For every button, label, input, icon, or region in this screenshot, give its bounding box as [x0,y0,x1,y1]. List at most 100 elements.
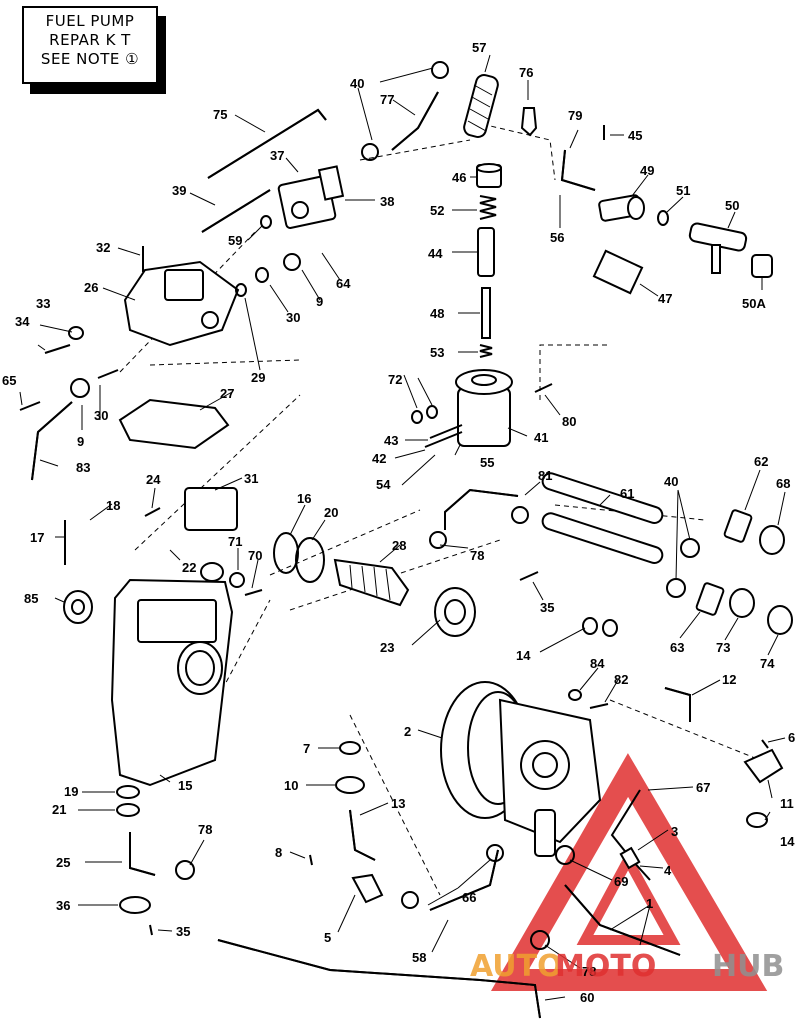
callout-17: 17 [30,530,44,545]
callout-44: 44 [428,246,443,261]
washer-33 [68,326,84,340]
callout-77: 77 [380,92,394,107]
callout-46: 46 [452,170,466,185]
callout-52: 52 [430,203,444,218]
callout-50A: 50A [742,296,766,311]
callout-50: 50 [725,198,739,213]
parts [19,61,793,1019]
callout-42: 42 [372,451,386,466]
ring-22 [200,562,224,582]
screw-65 [19,401,41,411]
callout-2: 2 [404,724,411,739]
clamp-78a [429,531,447,549]
oring-14b [602,619,618,637]
sleeve-63 [695,582,725,616]
callout-56: 56 [550,230,564,245]
oring-14a [582,617,598,635]
callout-72: 72 [388,372,402,387]
callout-3: 3 [671,824,678,839]
callout-9a: 9 [316,294,323,309]
callout-47: 47 [658,291,672,306]
ring-20 [295,537,325,583]
block-31 [184,487,238,531]
gasket-27 [118,398,230,450]
callout-32: 32 [96,240,110,255]
watermark-text: AUTO MOTO HUB [470,949,784,984]
spring-52 [479,195,497,220]
callout-82: 82 [614,672,628,687]
tube-44 [477,227,495,277]
callout-15: 15 [178,778,192,793]
clamp-9b [70,378,90,398]
callout-81: 81 [538,468,552,483]
callout-38: 38 [380,194,394,209]
fitting-30b [97,369,119,379]
pin-48 [481,287,491,339]
callout-78a: 78 [470,548,484,563]
watermark [490,753,768,991]
clamp-9a [283,253,301,271]
callout-9b: 9 [77,434,84,449]
callout-20: 20 [324,505,338,520]
callout-71: 71 [228,534,242,549]
callout-26: 26 [84,280,98,295]
watermark-moto: MOTO [555,949,656,984]
hose-81 [444,488,519,530]
callout-25: 25 [56,855,70,870]
callout-14a: 14 [516,648,531,663]
callout-65: 65 [2,373,16,388]
callout-53: 53 [430,345,444,360]
watermark-triangle [490,753,768,991]
clamp-40d [666,578,686,598]
plate-47 [592,249,644,295]
callout-61: 61 [620,486,634,501]
callout-39: 39 [172,183,186,198]
leader-lines [19,54,786,1001]
filter-57 [463,74,499,138]
callout-41: 41 [534,430,548,445]
callout-5: 5 [324,930,331,945]
callout-30b: 30 [94,408,108,423]
grommet-30 [255,267,269,283]
tube-42 [424,431,463,448]
oring-7 [339,741,361,755]
callout-84: 84 [590,656,605,671]
ring-19 [116,785,140,799]
callout-11: 11 [780,796,794,811]
callout-75: 75 [213,107,227,122]
filter-housing-41 [457,387,511,447]
callout-62: 62 [754,454,768,469]
oring-29 [235,283,247,297]
spring-53 [479,344,493,358]
clamp-66 [486,844,504,862]
callout-24: 24 [146,472,161,487]
callout-78b: 78 [198,822,212,837]
sleeve-62 [723,509,753,543]
screw-35a [519,571,539,581]
callout-10: 10 [284,778,298,793]
callout-28: 28 [392,538,406,553]
strainer-28 [333,558,410,607]
callout-4: 4 [664,863,672,878]
watermark-auto: AUTO [470,949,563,984]
callout-12: 12 [722,672,736,687]
clamp-74 [767,605,793,635]
callout-67: 67 [696,780,710,795]
callout-23: 23 [380,640,394,655]
callout-27: 27 [220,386,234,401]
callout-58: 58 [412,950,426,965]
callout-54: 54 [376,477,391,492]
clamp-78b [175,860,195,880]
callout-labels: 75 40 57 76 77 37 39 38 59 46 52 44 48 5… [2,40,795,1005]
fitting-76 [520,107,538,137]
clamp-73 [729,588,755,618]
callout-85: 85 [24,591,38,606]
callout-1: 1 [646,896,653,911]
callout-48: 48 [430,306,444,321]
screw-8 [309,854,313,866]
callout-36: 36 [56,898,70,913]
ring-21 [116,803,140,817]
callout-35b: 35 [176,924,190,939]
callout-30a: 30 [286,310,300,325]
